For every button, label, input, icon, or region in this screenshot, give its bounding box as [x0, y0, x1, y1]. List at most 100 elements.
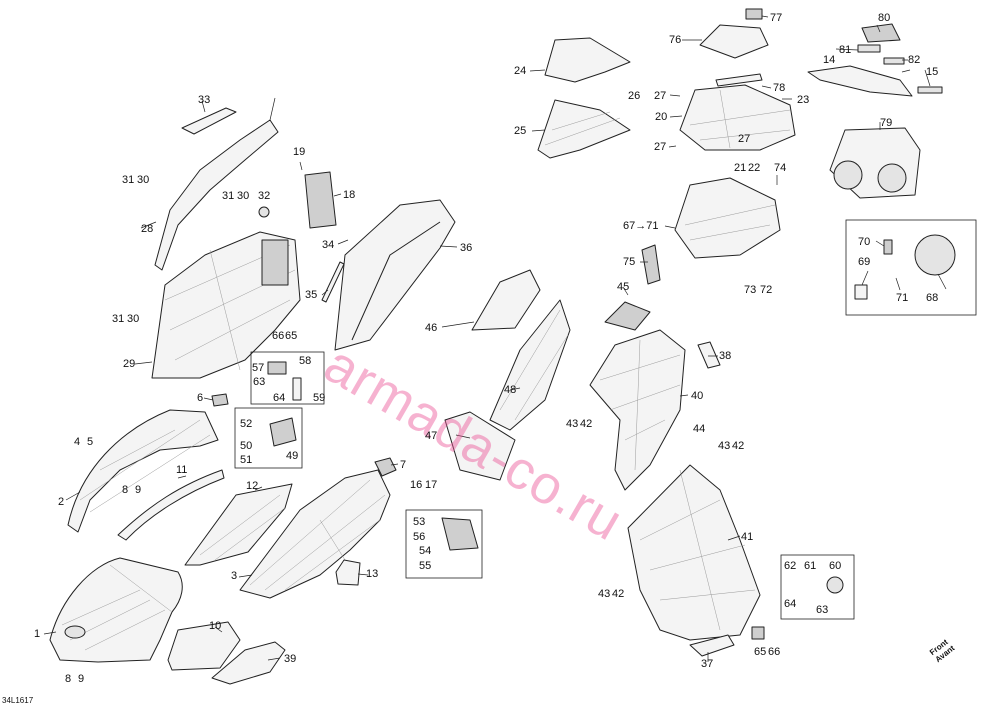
label-76[interactable]: 76 — [669, 34, 682, 46]
label-22[interactable]: 22 — [748, 162, 761, 174]
label-42c[interactable]: 42 — [612, 588, 625, 600]
label-54[interactable]: 54 — [419, 545, 432, 557]
label-9[interactable]: 9 — [135, 484, 142, 496]
label-43[interactable]: 43 — [566, 418, 579, 430]
label-36[interactable]: 36 — [460, 242, 473, 254]
label-79[interactable]: 79 — [880, 117, 893, 129]
label-1[interactable]: 1 — [34, 628, 41, 640]
part-41-lower-fairing[interactable] — [627, 464, 761, 641]
part-24-visor[interactable] — [544, 37, 631, 83]
label-20[interactable]: 20 — [655, 111, 668, 123]
label-42b[interactable]: 42 — [732, 440, 745, 452]
part-7-trim[interactable] — [374, 457, 397, 477]
label-43b[interactable]: 43 — [718, 440, 731, 452]
label-18[interactable]: 18 — [343, 189, 356, 201]
label-66b[interactable]: 66 — [768, 646, 781, 658]
part-37-piece[interactable] — [689, 634, 735, 657]
part-1-nose-fairing[interactable] — [49, 557, 183, 663]
label-52[interactable]: 52 — [240, 418, 253, 430]
label-73[interactable]: 73 — [744, 284, 757, 296]
label-24[interactable]: 24 — [514, 65, 527, 77]
part-75-piece[interactable] — [641, 244, 661, 285]
label-59[interactable]: 59 — [313, 392, 326, 404]
label-35[interactable]: 35 — [305, 289, 318, 301]
label-30[interactable]: 30 — [137, 174, 150, 186]
label-8b[interactable]: 8 — [65, 673, 72, 685]
label-9b[interactable]: 9 — [78, 673, 85, 685]
part-45-grille[interactable] — [604, 301, 651, 331]
label-19[interactable]: 19 — [293, 146, 306, 158]
label-25[interactable]: 25 — [514, 125, 527, 137]
label-30c[interactable]: 30 — [127, 313, 140, 325]
label-62[interactable]: 62 — [784, 560, 797, 572]
label-56[interactable]: 56 — [413, 531, 426, 543]
part-25-visor[interactable] — [537, 99, 631, 159]
label-8[interactable]: 8 — [122, 484, 129, 496]
label-31b[interactable]: 31 — [222, 190, 235, 202]
part-76-bracket[interactable] — [699, 24, 769, 59]
label-43c[interactable]: 43 — [598, 588, 611, 600]
label-47[interactable]: 47 — [425, 430, 438, 442]
part-18-bracket[interactable] — [304, 171, 337, 229]
part-80-bracket[interactable] — [861, 23, 901, 43]
part-47-panel[interactable] — [444, 411, 516, 481]
part-81-strip[interactable] — [857, 44, 881, 53]
label-10[interactable]: 10 — [209, 620, 222, 632]
label-7[interactable]: 7 — [400, 459, 407, 471]
part-70-clip[interactable] — [883, 239, 893, 255]
label-41[interactable]: 41 — [741, 531, 754, 543]
label-30b[interactable]: 30 — [237, 190, 250, 202]
label-70[interactable]: 70 — [858, 236, 871, 248]
label-37[interactable]: 37 — [701, 658, 714, 670]
label-49[interactable]: 49 — [286, 450, 299, 462]
part-2-side-fairing[interactable] — [67, 409, 219, 533]
part-35-rod[interactable] — [321, 261, 345, 303]
label-48[interactable]: 48 — [504, 384, 517, 396]
label-17[interactable]: 17 — [425, 479, 438, 491]
label-63[interactable]: 63 — [253, 376, 266, 388]
label-66[interactable]: 66 — [272, 330, 285, 342]
part-14-bracket[interactable] — [807, 65, 913, 97]
part-57[interactable] — [267, 361, 287, 375]
label-34[interactable]: 34 — [322, 239, 335, 251]
label-63b[interactable]: 63 — [816, 604, 829, 616]
part-49[interactable] — [269, 417, 297, 447]
label-65[interactable]: 65 — [285, 330, 298, 342]
label-75[interactable]: 75 — [623, 256, 636, 268]
label-27[interactable]: 27 — [654, 90, 667, 102]
part-28-upper-trim[interactable] — [154, 119, 279, 271]
label-72[interactable]: 72 — [760, 284, 773, 296]
label-4[interactable]: 4 — [74, 436, 81, 448]
label-64[interactable]: 64 — [273, 392, 286, 404]
label-64b[interactable]: 64 — [784, 598, 797, 610]
label-81[interactable]: 81 — [839, 44, 852, 56]
label-58[interactable]: 58 — [299, 355, 312, 367]
label-60[interactable]: 60 — [829, 560, 842, 572]
part-38-strip[interactable] — [697, 341, 721, 369]
label-13[interactable]: 13 — [366, 568, 379, 580]
label-15[interactable]: 15 — [926, 66, 939, 78]
part-3-side-panel[interactable] — [239, 469, 391, 599]
part-46-panel[interactable] — [471, 269, 541, 331]
label-67-71[interactable]: 67→71 — [623, 220, 659, 232]
part-71-headlight[interactable] — [674, 177, 781, 259]
label-31c[interactable]: 31 — [112, 313, 125, 325]
label-77[interactable]: 77 — [770, 12, 783, 24]
label-38[interactable]: 38 — [719, 350, 732, 362]
part-53[interactable] — [441, 517, 479, 551]
label-55[interactable]: 55 — [419, 560, 432, 572]
part-33-strip[interactable] — [181, 107, 237, 135]
label-26[interactable]: 26 — [628, 90, 641, 102]
label-27b[interactable]: 27 — [654, 141, 667, 153]
label-3[interactable]: 3 — [231, 570, 238, 582]
label-69[interactable]: 69 — [858, 256, 871, 268]
label-2[interactable]: 2 — [58, 496, 65, 508]
label-40[interactable]: 40 — [691, 390, 704, 402]
label-51[interactable]: 51 — [240, 454, 253, 466]
label-74[interactable]: 74 — [774, 162, 787, 174]
label-80[interactable]: 80 — [878, 12, 891, 24]
part-32-fastener[interactable] — [258, 206, 270, 218]
part-69-bulb[interactable] — [854, 284, 868, 300]
part-11-strip[interactable] — [117, 469, 225, 541]
part-64[interactable] — [292, 377, 302, 401]
